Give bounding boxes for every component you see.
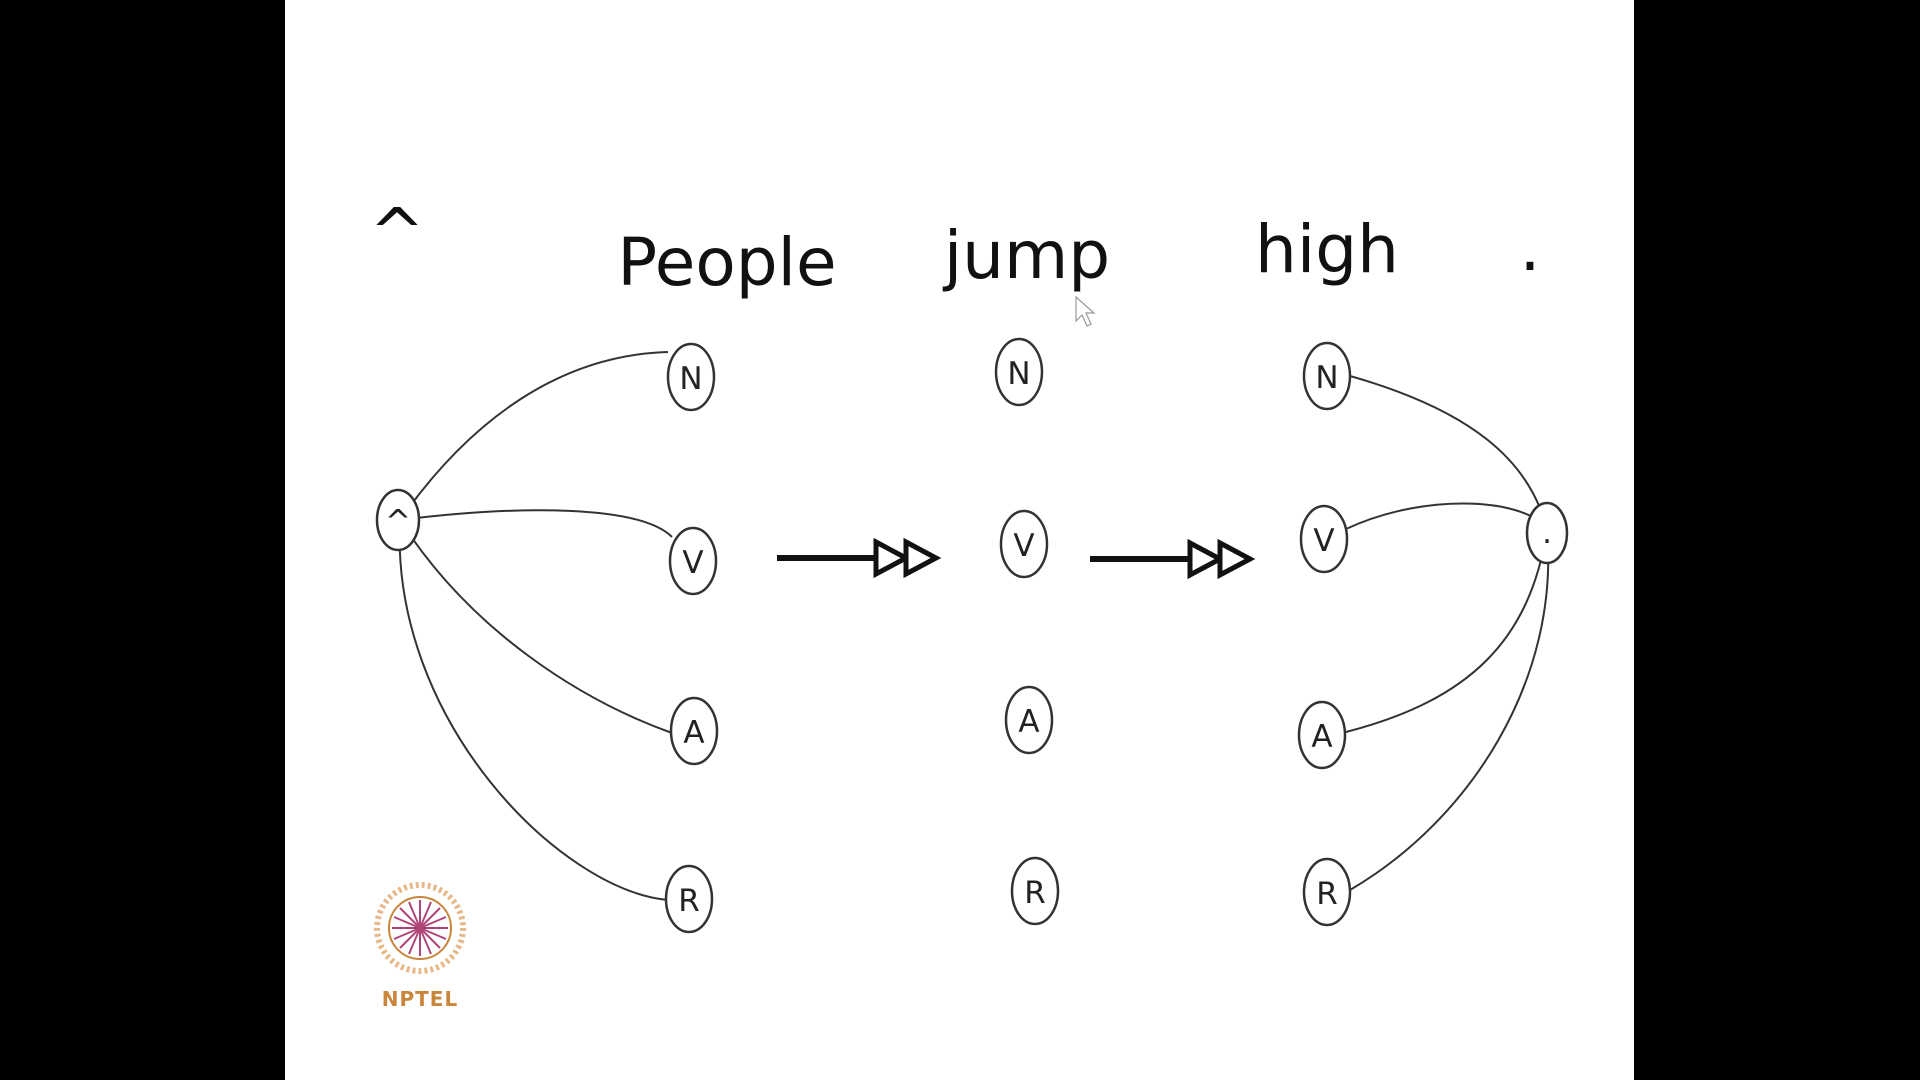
svg-text:N: N [679,361,702,397]
edge-start-v [399,509,673,538]
svg-text:R: R [678,883,700,919]
slide [285,0,1634,1080]
word-people: People [617,224,836,301]
nptel-logo: NPTEL [374,882,466,1011]
svg-text:A: A [683,715,704,751]
tag-column-people: N V A R [664,342,719,934]
svg-text:N: N [1315,360,1338,396]
start-edges [398,351,673,901]
tag-node-n: N [1302,341,1352,411]
tag-column-high: N V A R [1297,341,1352,927]
tag-node-n: N [994,337,1044,407]
edge-start-n [399,351,669,521]
arrow-2 [1090,538,1256,580]
edge-r-end [1349,529,1550,891]
tag-node-a: A [1004,685,1054,755]
tag-column-jump: N V A R [994,337,1060,926]
end-node-label: . [1542,515,1552,551]
svg-text:A: A [1311,719,1332,755]
svg-text:V: V [1013,528,1034,564]
tag-node-r: R [1302,857,1352,927]
arrow-1 [777,537,942,579]
edge-n-end [1349,375,1548,531]
svg-text:R: R [1316,876,1338,912]
edge-v-end [1345,502,1548,531]
svg-text:V: V [1313,523,1334,559]
start-node: ^ [375,488,421,552]
end-node: . [1525,501,1569,565]
tag-node-a: A [1297,700,1347,770]
edge-start-a [399,519,673,734]
tag-node-v: V [668,526,718,596]
end-symbol: . [1520,209,1541,286]
edge-a-end [1345,529,1548,733]
word-high: high [1255,211,1399,288]
tag-node-r: R [1010,856,1060,926]
logo-text: NPTEL [382,987,458,1011]
tag-node-n: N [666,342,716,412]
edge-start-r [398,519,669,901]
tag-node-v: V [999,509,1049,579]
tag-node-v: V [1299,504,1349,574]
svg-text:R: R [1024,875,1046,911]
mouse-cursor-icon [1075,295,1096,327]
tag-node-a: A [669,696,719,766]
svg-text:A: A [1018,704,1039,740]
tag-node-r: R [664,864,714,934]
word-jump: jump [942,217,1110,294]
svg-text:N: N [1007,356,1030,392]
end-edges [1345,375,1550,891]
svg-text:V: V [682,545,703,581]
start-node-label: ^ [385,504,411,540]
start-symbol: ^ [369,194,424,271]
